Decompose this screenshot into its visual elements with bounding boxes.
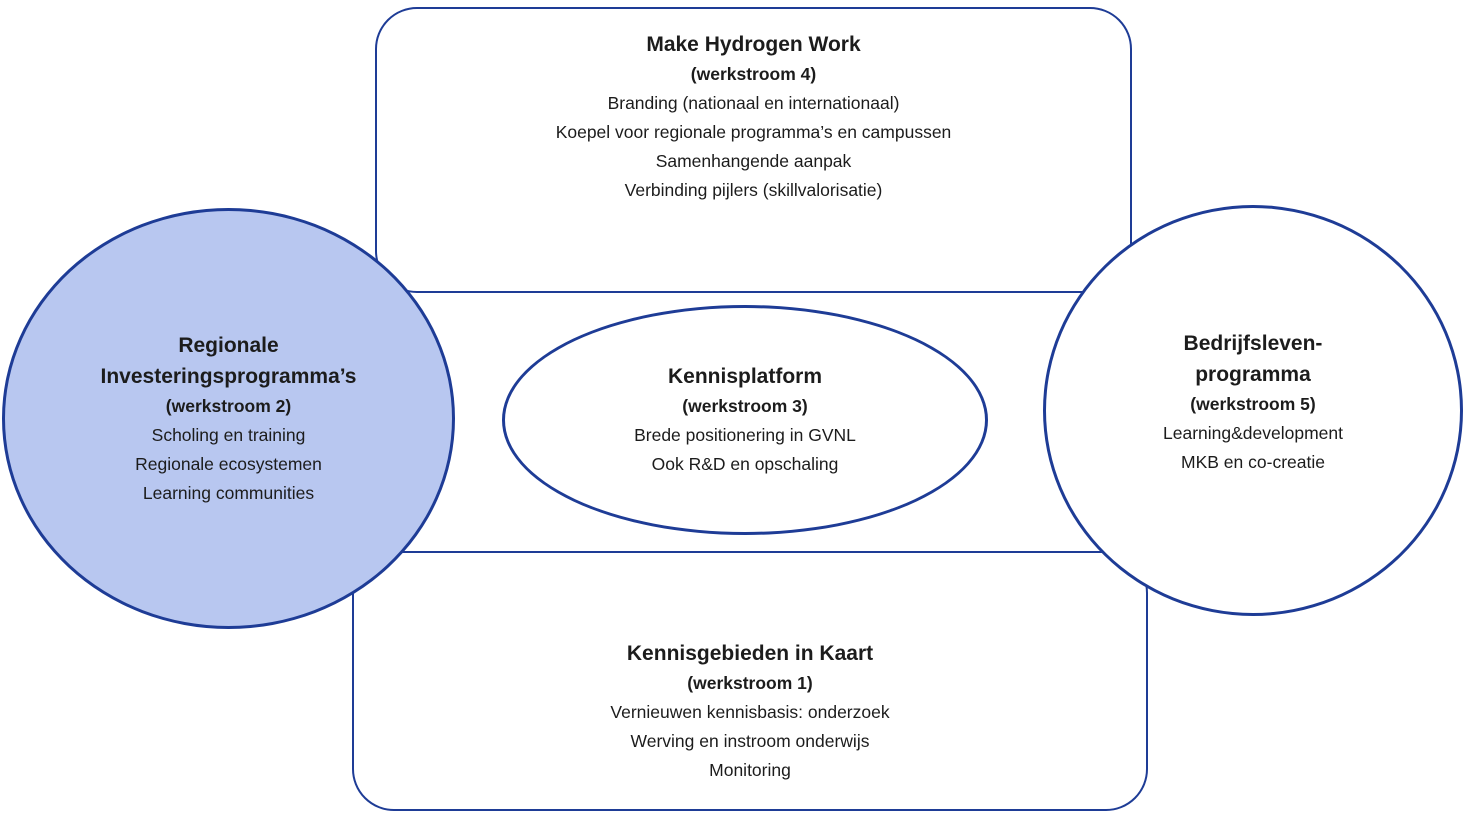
bedrijfsleven-programma-circle: Bedrijfsleven- programma (werkstroom 5) … <box>1043 205 1463 616</box>
box-title: Make Hydrogen Work <box>646 33 861 56</box>
box-title: Kennisgebieden in Kaart <box>626 642 874 665</box>
regionale-investeringsprogrammas-circle: Regionale Investeringsprogramma’s (werks… <box>2 208 455 629</box>
circle-title-line: Regionale <box>178 333 279 357</box>
circle-title-line: Bedrijfsleven- <box>1183 332 1323 355</box>
ellipse-title: Kennisplatform <box>667 365 822 388</box>
ellipse-item: Brede positionering in GVNL <box>634 425 856 445</box>
box-item: Samenhangende aanpak <box>655 151 852 171</box>
make-hydrogen-work-box: Make Hydrogen Work (werkstroom 4) Brandi… <box>375 7 1132 293</box>
circle-item: Regionale ecosystemen <box>135 453 322 474</box>
circle-title-line: Investeringsprogramma’s <box>100 364 357 388</box>
box-item: Werving en instroom onderwijs <box>630 731 870 751</box>
kennisplatform-ellipse: Kennisplatform (werkstroom 3) Brede posi… <box>502 305 988 535</box>
ellipse-item: Ook R&D en opschaling <box>651 454 839 474</box>
kennisgebieden-in-kaart-box: Kennisgebieden in Kaart (werkstroom 1) V… <box>352 551 1148 811</box>
box-item: Branding (nationaal en internationaal) <box>607 93 900 113</box>
box-subtitle: (werkstroom 4) <box>690 64 817 84</box>
circle-item: Learning&development <box>1163 423 1343 443</box>
circle-item: Learning communities <box>142 482 315 503</box>
box-item: Verbinding pijlers (skillvalorisatie) <box>624 180 883 200</box>
box-item: Vernieuwen kennisbasis: onderzoek <box>610 702 890 722</box>
circle-subtitle: (werkstroom 5) <box>1190 394 1316 414</box>
box-subtitle: (werkstroom 1) <box>687 673 813 693</box>
circle-title-line: programma <box>1195 363 1311 386</box>
ellipse-subtitle: (werkstroom 3) <box>682 396 808 416</box>
circle-item: MKB en co-creatie <box>1181 452 1325 472</box>
box-item: Monitoring <box>709 760 791 780</box>
box-item: Koepel voor regionale programma’s en cam… <box>555 122 952 142</box>
circle-subtitle: (werkstroom 2) <box>165 395 292 416</box>
circle-item: Scholing en training <box>151 424 306 445</box>
